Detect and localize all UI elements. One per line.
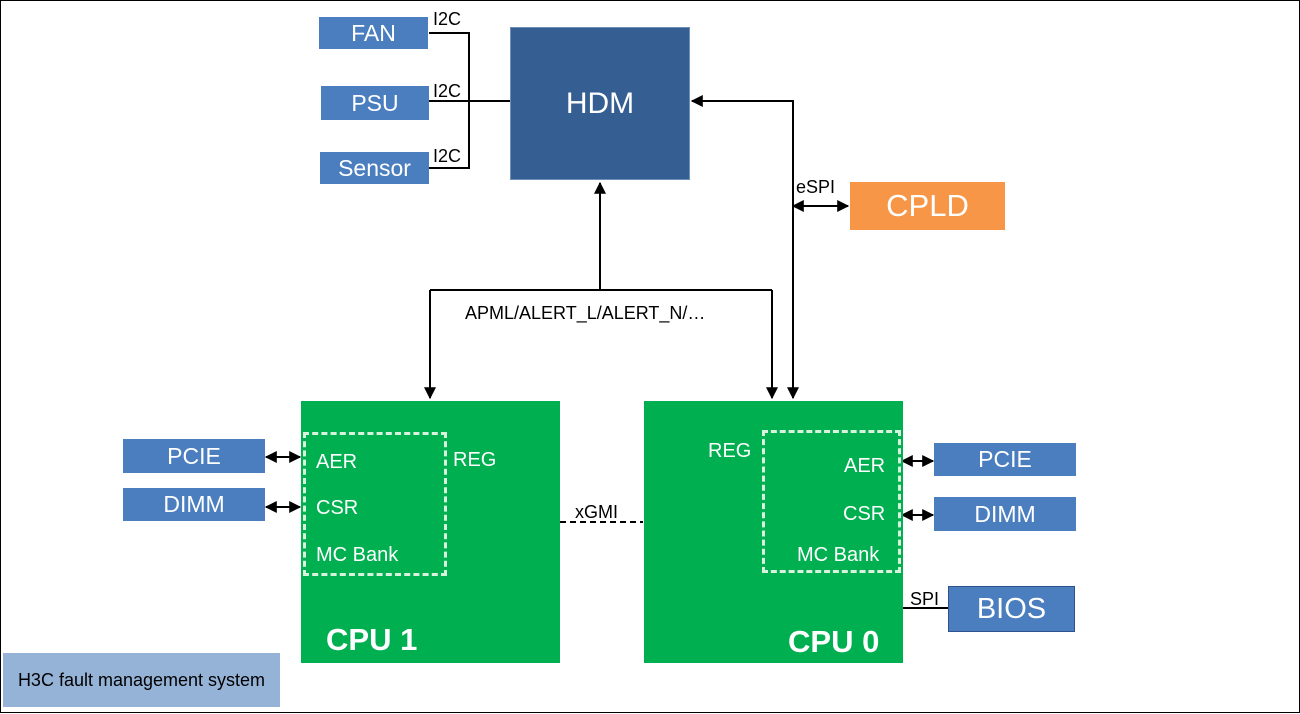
espi-label: eSPI [796,177,836,197]
cpu1-mc-bank-label: MC Bank [316,544,399,566]
cpu1-reg-label: REG [453,449,497,471]
bios-box: BIOS [948,586,1075,632]
cpu0-pcie-label: PCIE [978,446,1032,472]
cpu1-pcie-label: PCIE [167,442,221,469]
cpu0-register-group [762,430,901,573]
cpu0-dimm-box: DIMM [934,497,1076,531]
psu-box: PSU [321,86,429,120]
i2c-label-fan: I2C [433,9,462,29]
cpu0-mc-bank-label: MC Bank [797,544,880,566]
i2c-label-sensor: I2C [433,146,462,166]
spi-label: SPI [910,589,940,609]
hdm-label: HDM [565,86,635,120]
cpu1-csr-label: CSR [316,497,359,519]
cpu0-title: CPU 0 [788,624,880,659]
cpu1-dimm-box: DIMM [123,488,265,521]
cpu0-csr-label: CSR [843,503,886,525]
legend-text: H3C fault management system [17,669,266,690]
cpu0-block [644,401,903,663]
cpu0-reg-label: REG [708,440,752,462]
cpld-label: CPLD [886,188,969,223]
cpu1-aer-label: AER [316,451,358,473]
cpu1-register-group [303,432,447,576]
psu-label: PSU [351,89,399,116]
xgmi-label: xGMI [575,502,618,522]
espi-line [690,95,799,400]
cpu0-dimm-label: DIMM [974,500,1036,527]
system-legend: H3C fault management system [3,653,280,707]
sensor-box: Sensor [320,152,429,184]
cpu1-title: CPU 1 [326,622,418,657]
fan-label: FAN [351,19,396,46]
cpu1-pcie-box: PCIE [123,439,265,473]
cpu0-aer-label: AER [844,455,886,477]
fan-box: FAN [319,17,428,49]
sensor-label: Sensor [338,154,411,181]
cpu0-pcie-box: PCIE [934,443,1076,476]
bios-label: BIOS [976,592,1047,625]
apml-label: APML/ALERT_L/ALERT_N/… [465,303,706,323]
cpld-box: CPLD [850,182,1005,230]
cpu1-dimm-label: DIMM [163,491,225,517]
hdm-box: HDM [510,27,690,180]
i2c-label-psu: I2C [433,81,462,101]
cpu1-block [301,401,560,663]
